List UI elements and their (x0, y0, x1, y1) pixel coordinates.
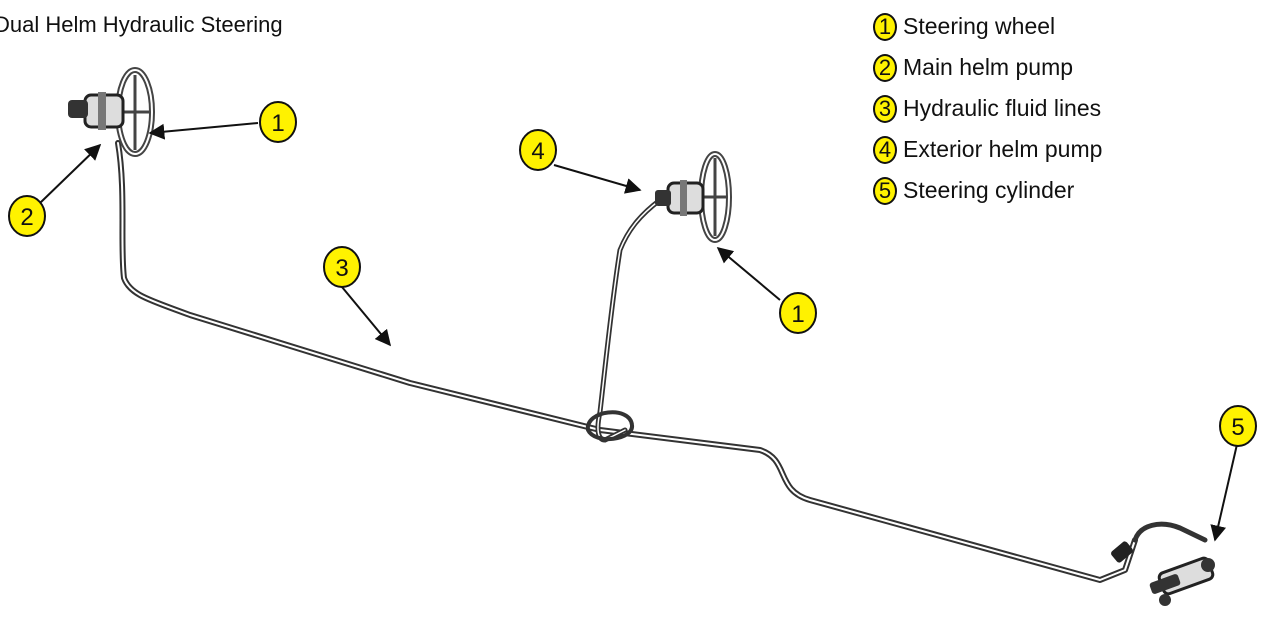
cylinder-feed-line (1132, 521, 1208, 543)
legend-item: 5 Steering cylinder (873, 170, 1102, 211)
callout-arrows (39, 122, 1239, 542)
callout-number: 1 (271, 110, 284, 137)
arrow-5 (1210, 439, 1239, 542)
arrow-1-main (148, 122, 259, 140)
arrow-3 (341, 286, 392, 347)
legend-badge: 5 (873, 176, 897, 205)
arrow-4 (553, 164, 642, 194)
callout-badges: 1 2 3 4 1 5 (8, 101, 1257, 447)
arrow-1-exterior (716, 246, 781, 301)
callout-badge-5: 5 (1219, 405, 1257, 447)
steering-cylinder (1111, 541, 1215, 606)
callout-badge-1-main: 1 (259, 101, 297, 143)
legend: 1 Steering wheel 2 Main helm pump 3 Hydr… (873, 6, 1102, 211)
legend-label: Steering wheel (903, 13, 1056, 39)
exterior-hydraulic-line-inner (597, 199, 661, 441)
arrow-2 (39, 143, 102, 204)
diagram-title: Dual Helm Hydraulic Steering (0, 12, 283, 37)
callout-number: 2 (20, 204, 33, 231)
callout-badge-3: 3 (323, 246, 361, 288)
hydraulic-fluid-lines (115, 140, 1208, 583)
legend-item: 3 Hydraulic fluid lines (873, 88, 1102, 129)
callout-number: 3 (335, 255, 348, 282)
legend-item: 4 Exterior helm pump (873, 129, 1102, 170)
callout-number: 5 (1231, 414, 1244, 441)
main-hydraulic-line-inner (117, 142, 1136, 581)
legend-badge: 1 (873, 12, 897, 41)
legend-badge: 3 (873, 94, 897, 123)
callout-badge-1-exterior: 1 (779, 292, 817, 334)
legend-item: 1 Steering wheel (873, 6, 1102, 47)
exterior-helm-pump (655, 180, 705, 216)
crossover-loop (585, 410, 634, 442)
callout-badge-4: 4 (519, 129, 557, 171)
callout-number: 4 (531, 138, 544, 165)
exterior-helm-assembly (655, 151, 732, 243)
legend-label: Steering cylinder (903, 177, 1075, 203)
main-helm-assembly (68, 67, 155, 157)
legend-label: Main helm pump (903, 54, 1074, 80)
legend-badge: 4 (873, 135, 897, 164)
legend-label: Exterior helm pump (903, 136, 1103, 162)
legend-item: 2 Main helm pump (873, 47, 1102, 88)
legend-label: Hydraulic fluid lines (903, 95, 1102, 121)
main-helm-pump (68, 92, 125, 130)
exterior-steering-wheel (698, 151, 732, 243)
callout-number: 1 (791, 301, 804, 328)
legend-badge: 2 (873, 53, 897, 82)
callout-badge-2: 2 (8, 195, 46, 237)
exterior-hydraulic-line (595, 197, 663, 443)
